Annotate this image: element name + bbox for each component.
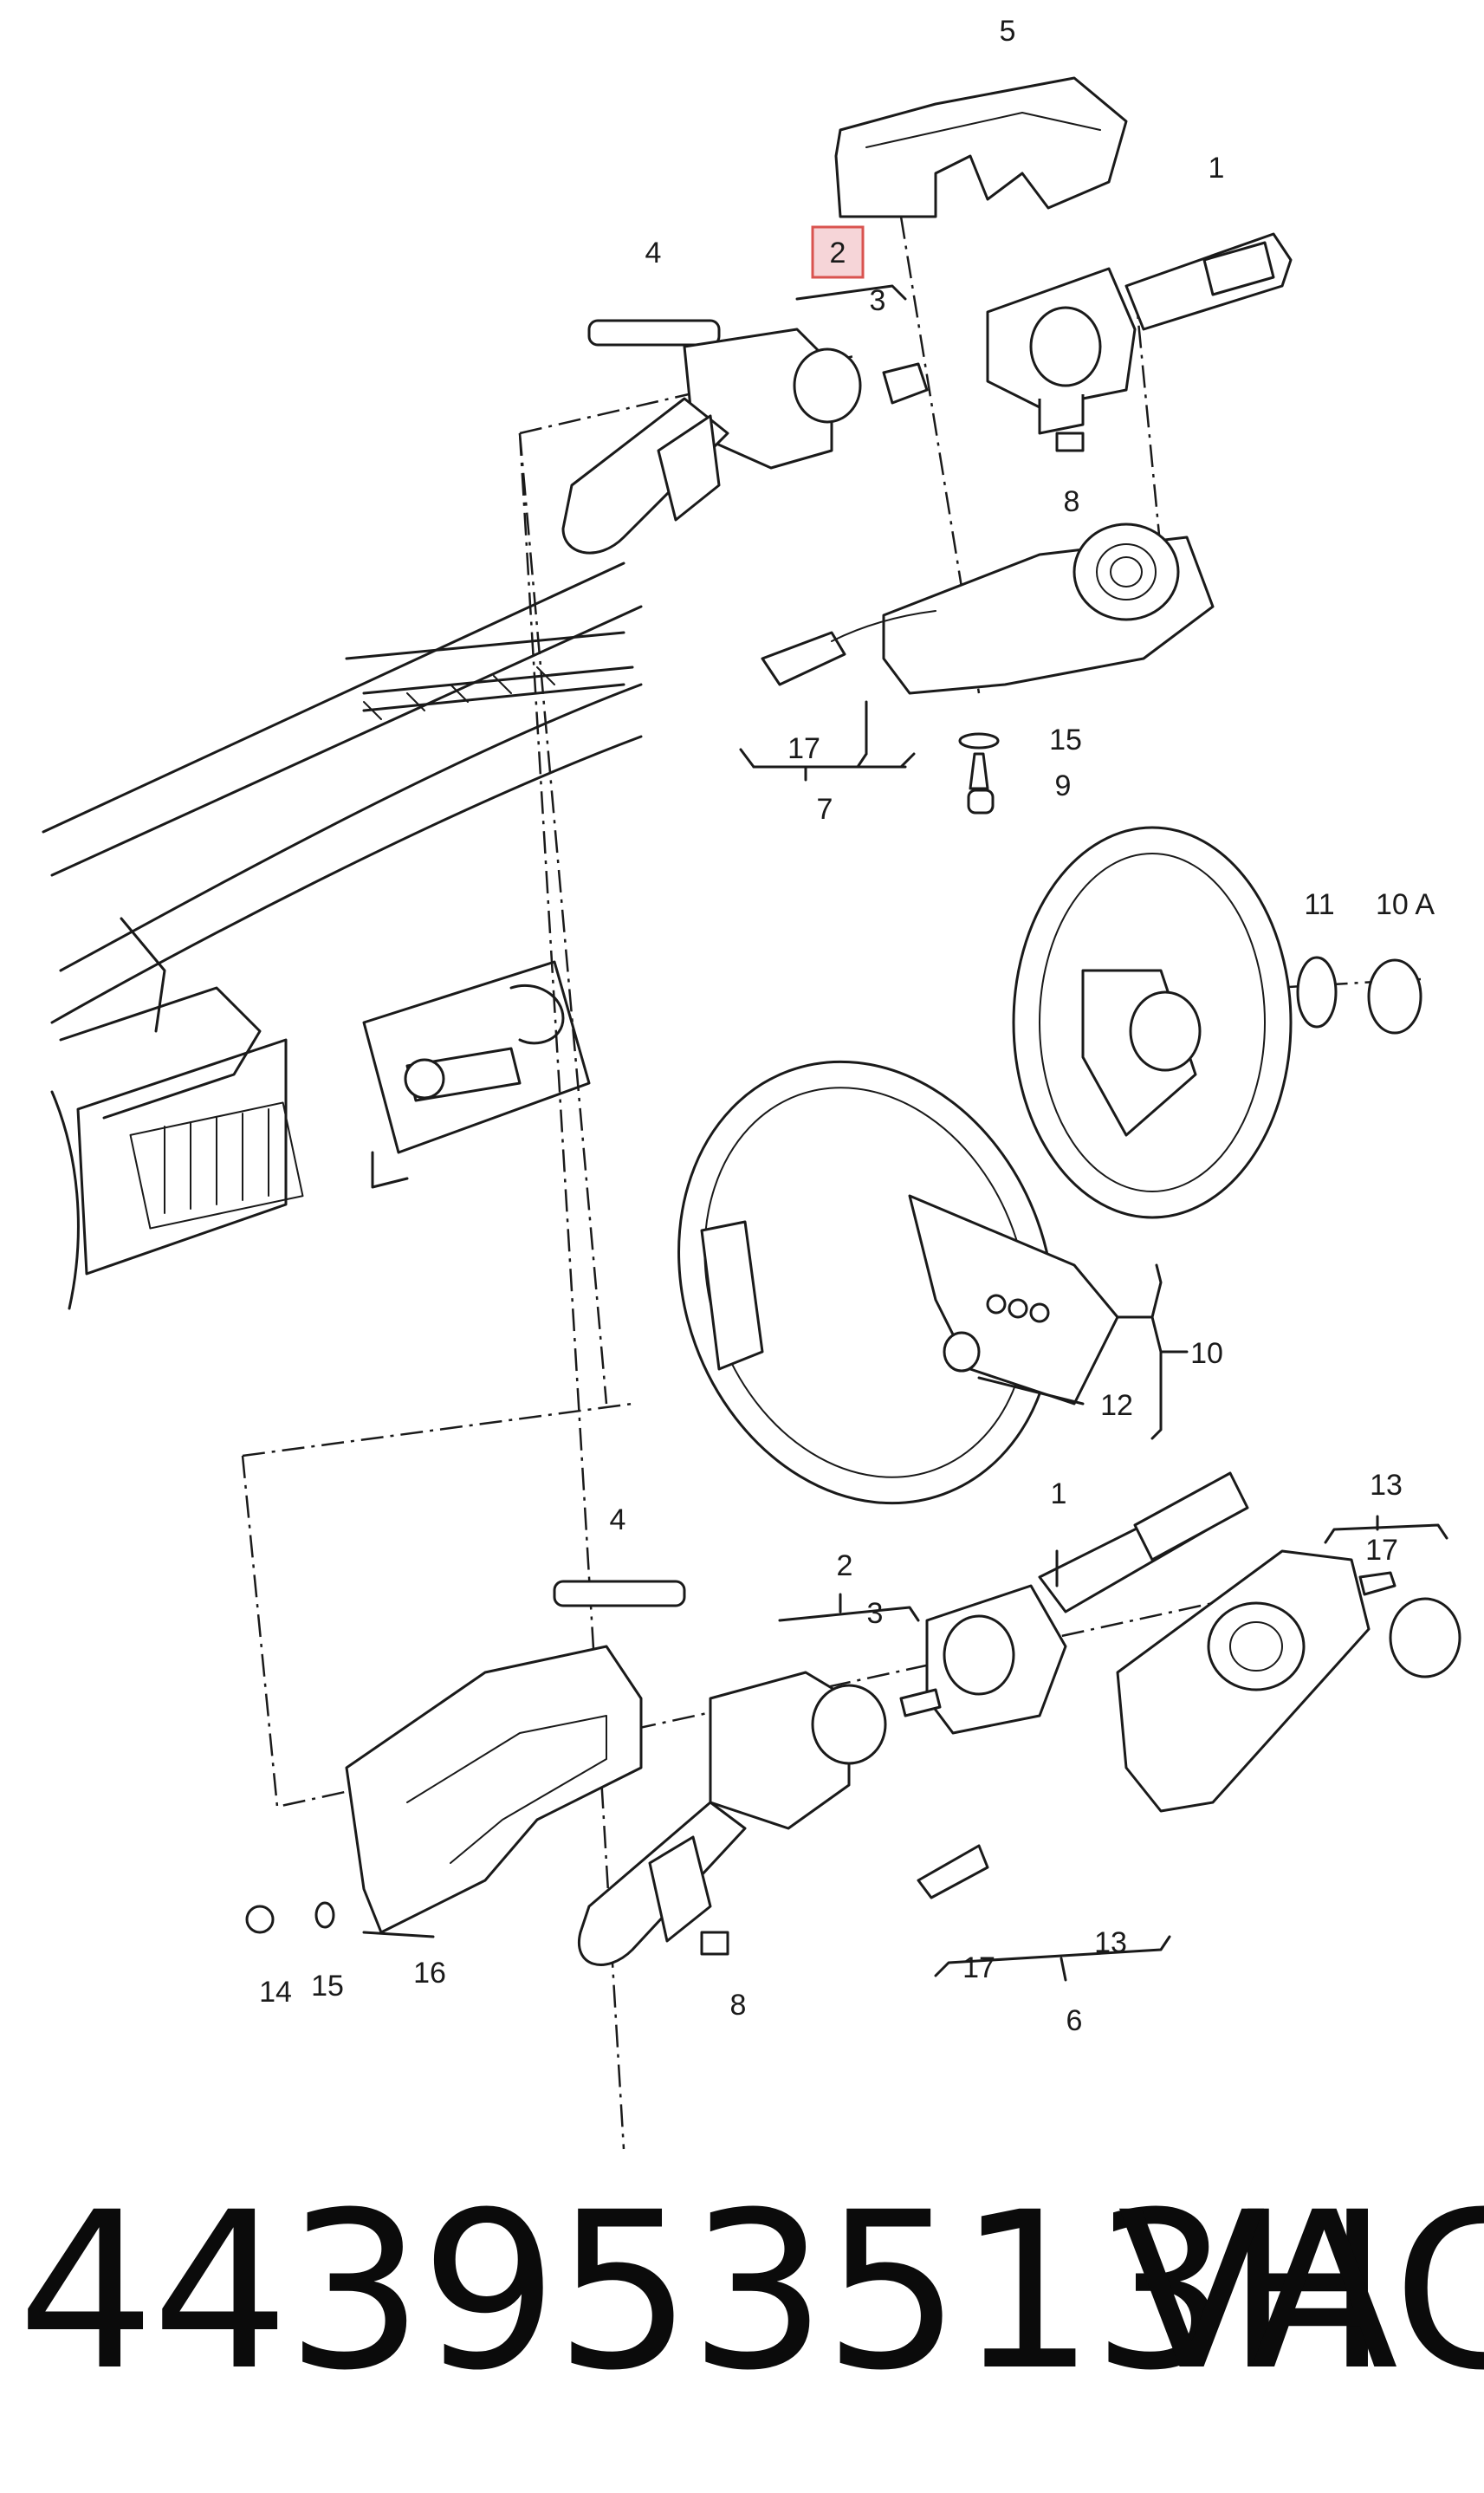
bracket-2-top (795, 284, 907, 301)
callout-10a: 10 A (1376, 888, 1435, 921)
callout-15-bottom: 15 (311, 1970, 344, 2003)
callout-8-bottom: 8 (730, 1989, 747, 2022)
callout-9: 9 (1055, 769, 1072, 802)
callout-10: 10 (1190, 1337, 1223, 1370)
callout-2-bottom: 2 (837, 1549, 853, 1582)
bracket-17-13-right (1324, 1515, 1448, 1544)
callout-4-bottom: 4 (610, 1503, 626, 1536)
bracket-10 (1116, 1263, 1189, 1440)
bracket-6 (934, 1935, 1171, 1982)
callout-labels: 5 1 4 2 3 8 15 17 9 7 11 10 A 10 12 13 1… (259, 15, 1435, 2037)
callout-7: 7 (817, 793, 833, 826)
callout-17-bottom: 17 (962, 1951, 995, 1984)
callout-1-top: 1 (1209, 152, 1225, 185)
screw-8-top (1055, 432, 1085, 452)
callout-16: 16 (413, 1957, 446, 1990)
dashboard-illustration (42, 562, 643, 1310)
callout-13-mid: 13 (1094, 1926, 1127, 1959)
leader-16 (362, 1931, 435, 1938)
bracket-7 (752, 700, 916, 769)
leader-12 (977, 1376, 1085, 1406)
bracket-2-bottom (778, 1593, 920, 1622)
callout-2-top: 2 (830, 237, 846, 269)
brand-name: VAG (1118, 2165, 1484, 2418)
callout-13-top: 13 (1370, 1469, 1403, 1502)
callout-15-top: 15 (1049, 724, 1082, 756)
callout-3-top: 3 (870, 284, 886, 317)
callout-11: 11 (1304, 888, 1334, 921)
clock-spring-unit (761, 523, 1215, 695)
steering-wheel-lower (677, 1060, 1119, 1505)
washer-screw-top (958, 732, 1000, 815)
callout-5-top: 5 (1000, 15, 1016, 48)
turn-signal-switch-top (986, 232, 1293, 435)
callout-17-top: 17 (787, 732, 820, 765)
part-number: 443953513H (17, 2165, 1390, 2418)
housing-13-bottom (1116, 1549, 1461, 1813)
connector-17-bottom (917, 1844, 989, 1899)
switch-housing-bottom (553, 1580, 887, 1966)
part-footer: 443953513H VAG (0, 2149, 1484, 2435)
callout-4-top: 4 (645, 237, 662, 269)
highlight-box-2 (811, 225, 865, 279)
callout-1-bottom: 1 (1051, 1477, 1067, 1510)
callout-12: 12 (1100, 1389, 1133, 1422)
callout-3-bottom: 3 (867, 1597, 884, 1630)
screws-bottom (245, 1688, 942, 1956)
callout-17-right: 17 (1365, 1534, 1398, 1567)
callout-6: 6 (1066, 2004, 1083, 2037)
callout-14: 14 (259, 1976, 292, 2009)
callout-8-top: 8 (1064, 485, 1080, 518)
turn-signal-switch-bottom (925, 1471, 1249, 1735)
steering-wheel-upper (1012, 826, 1422, 1219)
lower-column-trim (345, 1645, 643, 1934)
upper-column-trim (834, 76, 1128, 218)
switch-housing-top (561, 319, 929, 555)
